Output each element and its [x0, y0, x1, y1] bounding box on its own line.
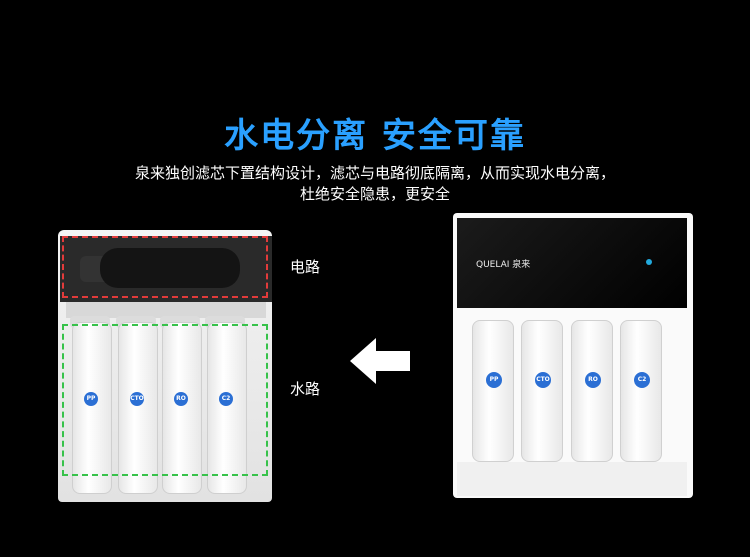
- filter-badge: RO: [585, 372, 601, 388]
- headline: 水电分离 安全可靠: [224, 116, 526, 156]
- filter-cartridge: [472, 320, 514, 462]
- status-indicator-icon: [646, 259, 652, 265]
- description-line-2: 杜绝安全隐患，更安全: [299, 185, 450, 203]
- description-line-1: 泉来独创滤芯下置结构设计，滤芯与电路彻底隔离，从而实现水电分离，: [134, 164, 615, 182]
- filter-cartridge: [72, 322, 112, 494]
- waterway-outline: [62, 324, 268, 476]
- circuit-outline: [62, 236, 268, 298]
- pipe-manifold: [66, 302, 266, 318]
- pump-motor: [100, 248, 240, 288]
- filter-badge: C2: [219, 392, 233, 406]
- filter-cartridge: [162, 322, 202, 494]
- filter-badge: CTO: [535, 372, 551, 388]
- brand-logo: QUELAI 泉来: [476, 260, 531, 270]
- filter-badge: C2: [634, 372, 650, 388]
- filter-badge: RO: [174, 392, 188, 406]
- filter-cartridge: [118, 322, 158, 494]
- filter-badge: PP: [486, 372, 502, 388]
- filter-badge: PP: [84, 392, 98, 406]
- filter-badge: CTO: [130, 392, 144, 406]
- arrow-left-icon: [350, 338, 410, 384]
- filter-cartridge: [620, 320, 662, 462]
- filter-cartridge: [521, 320, 563, 462]
- unit-base: [457, 462, 687, 496]
- circuit-label: 电路: [290, 258, 321, 276]
- filter-cartridge: [207, 322, 247, 494]
- waterway-label: 水路: [290, 380, 321, 398]
- filter-cartridge: [571, 320, 613, 462]
